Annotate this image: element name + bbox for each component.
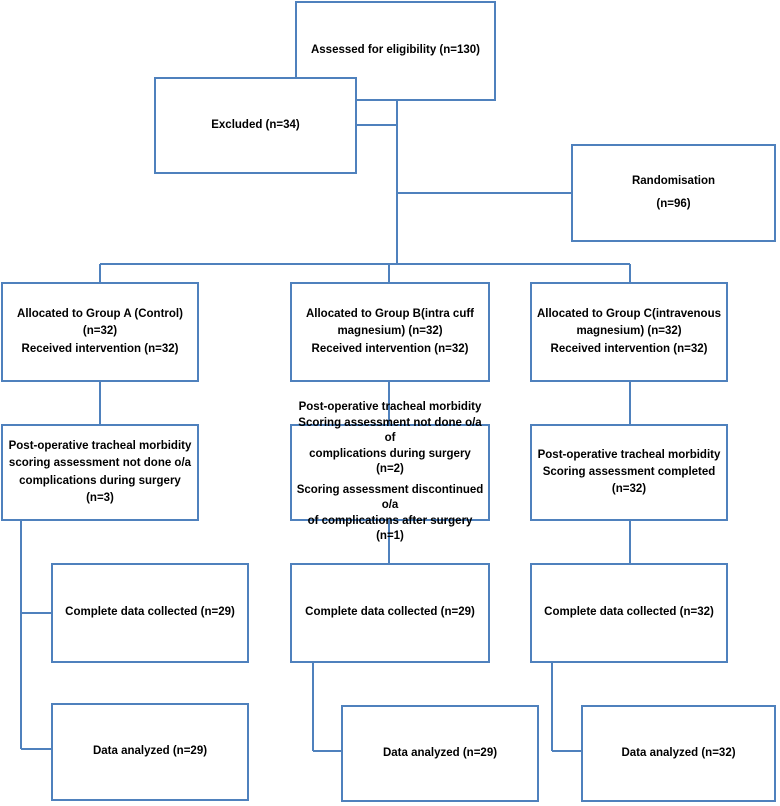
group-b-allocation-line-2: magnesium) (n=32): [337, 325, 443, 338]
group-b-analyzed-label: Data analyzed (n=29): [382, 746, 498, 759]
group-b-allocation-line-1: Allocated to Group B(intra cuff: [305, 308, 475, 321]
group-a-allocation-line-2: Received intervention (n=32): [21, 342, 179, 355]
group-a-collected-label: Complete data collected (n=29): [65, 606, 235, 619]
group-b-analyzed-box: Data analyzed (n=29): [341, 705, 539, 802]
group-b-allocation-line-3: Received intervention (n=32): [311, 342, 469, 355]
group-c-allocation-line-3: Received intervention (n=32): [550, 342, 708, 355]
group-a-morbidity-line-3: complications during surgery (n=3): [19, 474, 181, 504]
group-c-allocation-line-2: magnesium) (n=32): [576, 325, 682, 338]
group-c-allocation-box: Allocated to Group C(intravenous magnesi…: [530, 282, 728, 382]
assessed-box: Assessed for eligibility (n=130): [295, 1, 496, 101]
group-b-allocation-box: Allocated to Group B(intra cuff magnesiu…: [290, 282, 490, 382]
randomisation-title: Randomisation: [631, 175, 716, 188]
group-c-morbidity-line-2: Scoring assessment completed (n=32): [542, 465, 716, 496]
group-a-analyzed-box: Data analyzed (n=29): [51, 703, 249, 801]
group-a-allocation-line-1: Allocated to Group A (Control) (n=32): [17, 308, 183, 338]
excluded-label: Excluded (n=34): [211, 118, 300, 131]
group-b-morbidity-line-1: Post-operative tracheal morbidity: [298, 401, 482, 414]
group-a-morbidity-line-2: scoring assessment not done o/a: [8, 457, 192, 470]
group-c-allocation-line-1: Allocated to Group C(intravenous: [536, 308, 721, 321]
group-b-morbidity-line-2: Scoring assessment not done o/a of: [298, 416, 482, 445]
group-a-collected-box: Complete data collected (n=29): [51, 563, 249, 663]
group-c-morbidity-box: Post-operative tracheal morbidity Scorin…: [530, 424, 728, 521]
group-a-morbidity-line-1: Post-operative tracheal morbidity: [8, 440, 192, 452]
assessed-label: Assessed for eligibility (n=130): [310, 44, 481, 57]
group-c-collected-label: Complete data collected (n=32): [544, 606, 714, 619]
group-c-analyzed-box: Data analyzed (n=32): [581, 705, 776, 802]
group-c-analyzed-label: Data analyzed (n=32): [621, 746, 736, 759]
group-b-collected-box: Complete data collected (n=29): [290, 563, 490, 663]
group-b-morbidity-line-3: complications during surgery (n=2): [309, 447, 471, 476]
group-a-analyzed-label: Data analyzed (n=29): [92, 745, 208, 758]
group-c-collected-box: Complete data collected (n=32): [530, 563, 728, 663]
randomisation-box: Randomisation (n=96): [571, 144, 776, 242]
group-b-morbidity-box: Post-operative tracheal morbidity Scorin…: [290, 401, 490, 542]
group-b-collected-label: Complete data collected (n=29): [305, 606, 475, 619]
group-a-morbidity-box: Post-operative tracheal morbidity scorin…: [1, 424, 199, 521]
group-a-allocation-box: Allocated to Group A (Control) (n=32) Re…: [1, 282, 199, 382]
group-c-morbidity-line-1: Post-operative tracheal morbidity: [537, 448, 721, 461]
excluded-box: Excluded (n=34): [154, 77, 357, 174]
group-b-morbidity-line-4: Scoring assessment discontinued o/a: [296, 483, 484, 512]
group-b-morbidity-line-5: of complications after surgery (n=1): [307, 514, 473, 543]
randomisation-count: (n=96): [656, 197, 691, 210]
